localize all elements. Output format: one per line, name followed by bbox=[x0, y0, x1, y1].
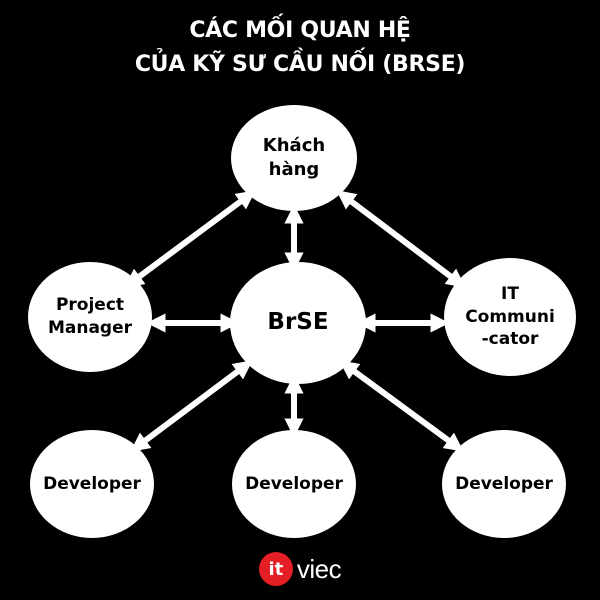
logo-text: viec bbox=[296, 553, 342, 584]
diagram-title: CÁC MỐI QUAN HỆ CỦA KỸ SƯ CẦU NỐI (BRSE) bbox=[0, 14, 600, 82]
node-developer-center-label: Developer bbox=[245, 473, 343, 494]
node-customer: Khách hàng bbox=[231, 105, 357, 211]
itviec-logo: it viec bbox=[0, 552, 600, 586]
node-customer-label: Khách hàng bbox=[262, 134, 326, 180]
node-brse: BrSE bbox=[230, 262, 366, 384]
title-line-2: CỦA KỸ SƯ CẦU NỐI (BRSE) bbox=[134, 52, 466, 77]
node-project-manager: Project Manager bbox=[28, 262, 152, 372]
arrow-customer-pm bbox=[124, 190, 256, 288]
arrow-brse-dev-left bbox=[130, 360, 253, 452]
node-developer-left-label: Developer bbox=[43, 473, 141, 494]
logo-badge: it bbox=[258, 552, 293, 586]
node-developer-left: Developer bbox=[30, 430, 154, 538]
node-developer-right: Developer bbox=[442, 430, 566, 538]
node-it-communicator-label: IT Communi -cator bbox=[465, 283, 555, 350]
node-developer-center: Developer bbox=[232, 430, 356, 538]
node-project-manager-label: Project Manager bbox=[47, 295, 133, 338]
node-it-communicator: IT Communi -cator bbox=[444, 258, 576, 376]
title-line-1: CÁC MỐI QUAN HỆ bbox=[189, 18, 411, 43]
arrow-customer-itc bbox=[336, 190, 466, 288]
node-brse-label: BrSE bbox=[267, 309, 329, 336]
node-developer-right-label: Developer bbox=[455, 473, 553, 494]
arrow-brse-dev-right bbox=[339, 360, 464, 452]
